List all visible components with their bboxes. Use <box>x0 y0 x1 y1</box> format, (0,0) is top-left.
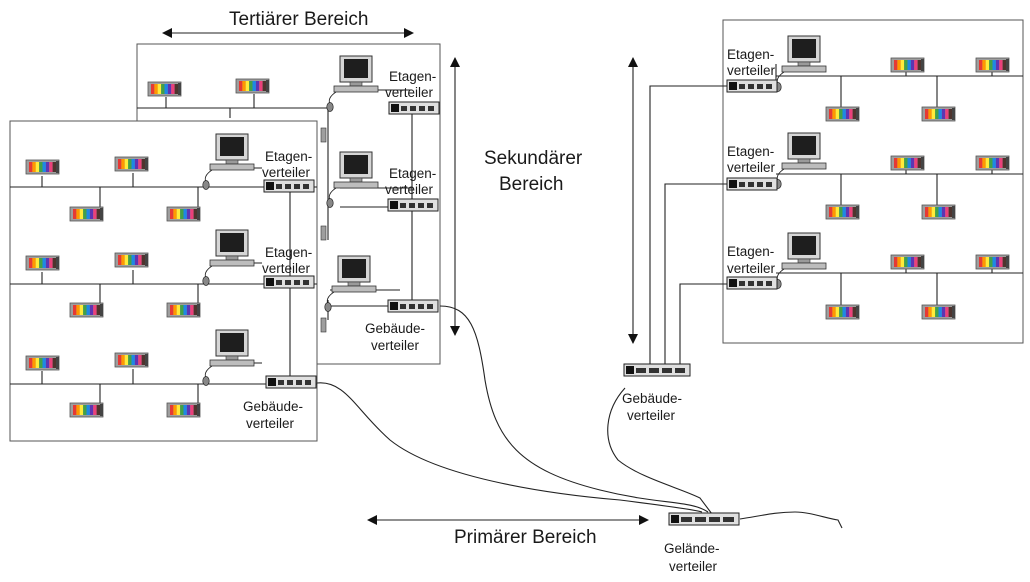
floor-distributor-label: Etagen- <box>389 69 436 84</box>
workstation-icon <box>202 329 255 386</box>
workstation-icon <box>774 35 827 92</box>
server-rack-icon <box>25 159 60 175</box>
building-distributor-label: Gebäude- <box>243 399 303 414</box>
mouse-icon <box>202 376 210 386</box>
server-rack-icon <box>890 254 925 270</box>
server-rack-icon <box>235 78 270 94</box>
server-rack-icon <box>69 206 104 222</box>
socket-icon <box>320 317 327 333</box>
secondary-area-label-line1: Sekundärer <box>484 148 583 169</box>
workstation-icon <box>774 232 827 289</box>
server-rack-icon <box>825 304 860 320</box>
building-distributor-label: verteiler <box>246 416 295 431</box>
backbone-cables <box>316 305 843 529</box>
floor-distributor-label: verteiler <box>385 85 434 100</box>
building-distributor-label: Gebäude- <box>622 391 682 406</box>
server-rack-icon <box>921 106 956 122</box>
server-rack-icon <box>975 57 1010 73</box>
socket-icon <box>320 127 327 143</box>
server-rack-icon <box>825 106 860 122</box>
floor-distributor-label: Etagen- <box>389 166 436 181</box>
labels: Tertiärer Bereich Sekundärer Bereich Pri… <box>229 9 776 574</box>
patch-panel-icon <box>726 177 778 191</box>
workstation-icon <box>202 133 255 190</box>
server-rack-icon <box>166 206 201 222</box>
building-distributor-label: verteiler <box>627 408 676 423</box>
patch-panel-icon <box>265 375 317 389</box>
server-rack-icon <box>975 254 1010 270</box>
workstation-icon <box>324 255 377 312</box>
floor-distributor-label: verteiler <box>727 63 776 78</box>
floor-distributor-label: Etagen- <box>727 47 774 62</box>
floor-distributor-label: Etagen- <box>265 149 312 164</box>
tertiary-area-label: Tertiärer Bereich <box>229 9 368 30</box>
patch-panel-icon <box>387 198 439 212</box>
mouse-icon <box>324 302 332 312</box>
area-arrows <box>162 28 649 525</box>
mouse-icon <box>326 102 334 112</box>
floor-distributor-label: verteiler <box>727 160 776 175</box>
floor-distributor-label: Etagen- <box>727 144 774 159</box>
server-rack-icon <box>166 402 201 418</box>
workstation-icon <box>202 229 255 286</box>
server-rack-icon <box>975 155 1010 171</box>
server-rack-icon <box>921 304 956 320</box>
patch-panel-icon <box>623 363 691 377</box>
server-rack-icon <box>114 352 149 368</box>
floor-distributor-label: verteiler <box>727 261 776 276</box>
server-rack-icon <box>114 252 149 268</box>
riser-cables-right <box>649 85 728 364</box>
server-rack-icon <box>921 204 956 220</box>
primary-area-label: Primärer Bereich <box>454 527 597 548</box>
floor-distributor-label: verteiler <box>385 182 434 197</box>
server-rack-icon <box>890 155 925 171</box>
workstation-icon <box>774 132 827 189</box>
server-rack-icon <box>147 81 182 97</box>
patch-panel-icon <box>726 79 778 93</box>
campus-distributor-label: Gelände- <box>664 541 720 556</box>
floor-distributor-label: verteiler <box>262 261 311 276</box>
building-distributor-label: verteiler <box>371 338 420 353</box>
server-rack-icon <box>114 156 149 172</box>
server-rack-icon <box>166 302 201 318</box>
server-rack-icon <box>25 355 60 371</box>
patch-panel-icon <box>726 276 778 290</box>
server-racks <box>25 57 1010 418</box>
secondary-area-label-line2: Bereich <box>499 174 563 195</box>
patch-panel-icon <box>668 512 740 526</box>
patch-panel-icon <box>263 275 315 289</box>
campus-distributor-label: verteiler <box>669 559 718 574</box>
workstations <box>202 35 827 386</box>
floor-distributor-label: Etagen- <box>265 245 312 260</box>
server-rack-icon <box>890 57 925 73</box>
building-distributor-label: Gebäude- <box>365 321 425 336</box>
workstation-icon <box>326 151 379 208</box>
workstation-icon <box>326 55 379 112</box>
floor-distributor-label: verteiler <box>262 165 311 180</box>
server-rack-icon <box>25 255 60 271</box>
distributors <box>263 79 778 526</box>
patch-panel-icon <box>387 299 439 313</box>
socket-icon <box>320 225 327 241</box>
server-rack-icon <box>825 204 860 220</box>
floor-distributor-label: Etagen- <box>727 244 774 259</box>
mouse-icon <box>326 198 334 208</box>
server-rack-icon <box>69 402 104 418</box>
patch-panel-icon <box>388 101 440 115</box>
mouse-icon <box>202 180 210 190</box>
patch-panel-icon <box>263 179 315 193</box>
server-rack-icon <box>69 302 104 318</box>
mouse-icon <box>202 276 210 286</box>
